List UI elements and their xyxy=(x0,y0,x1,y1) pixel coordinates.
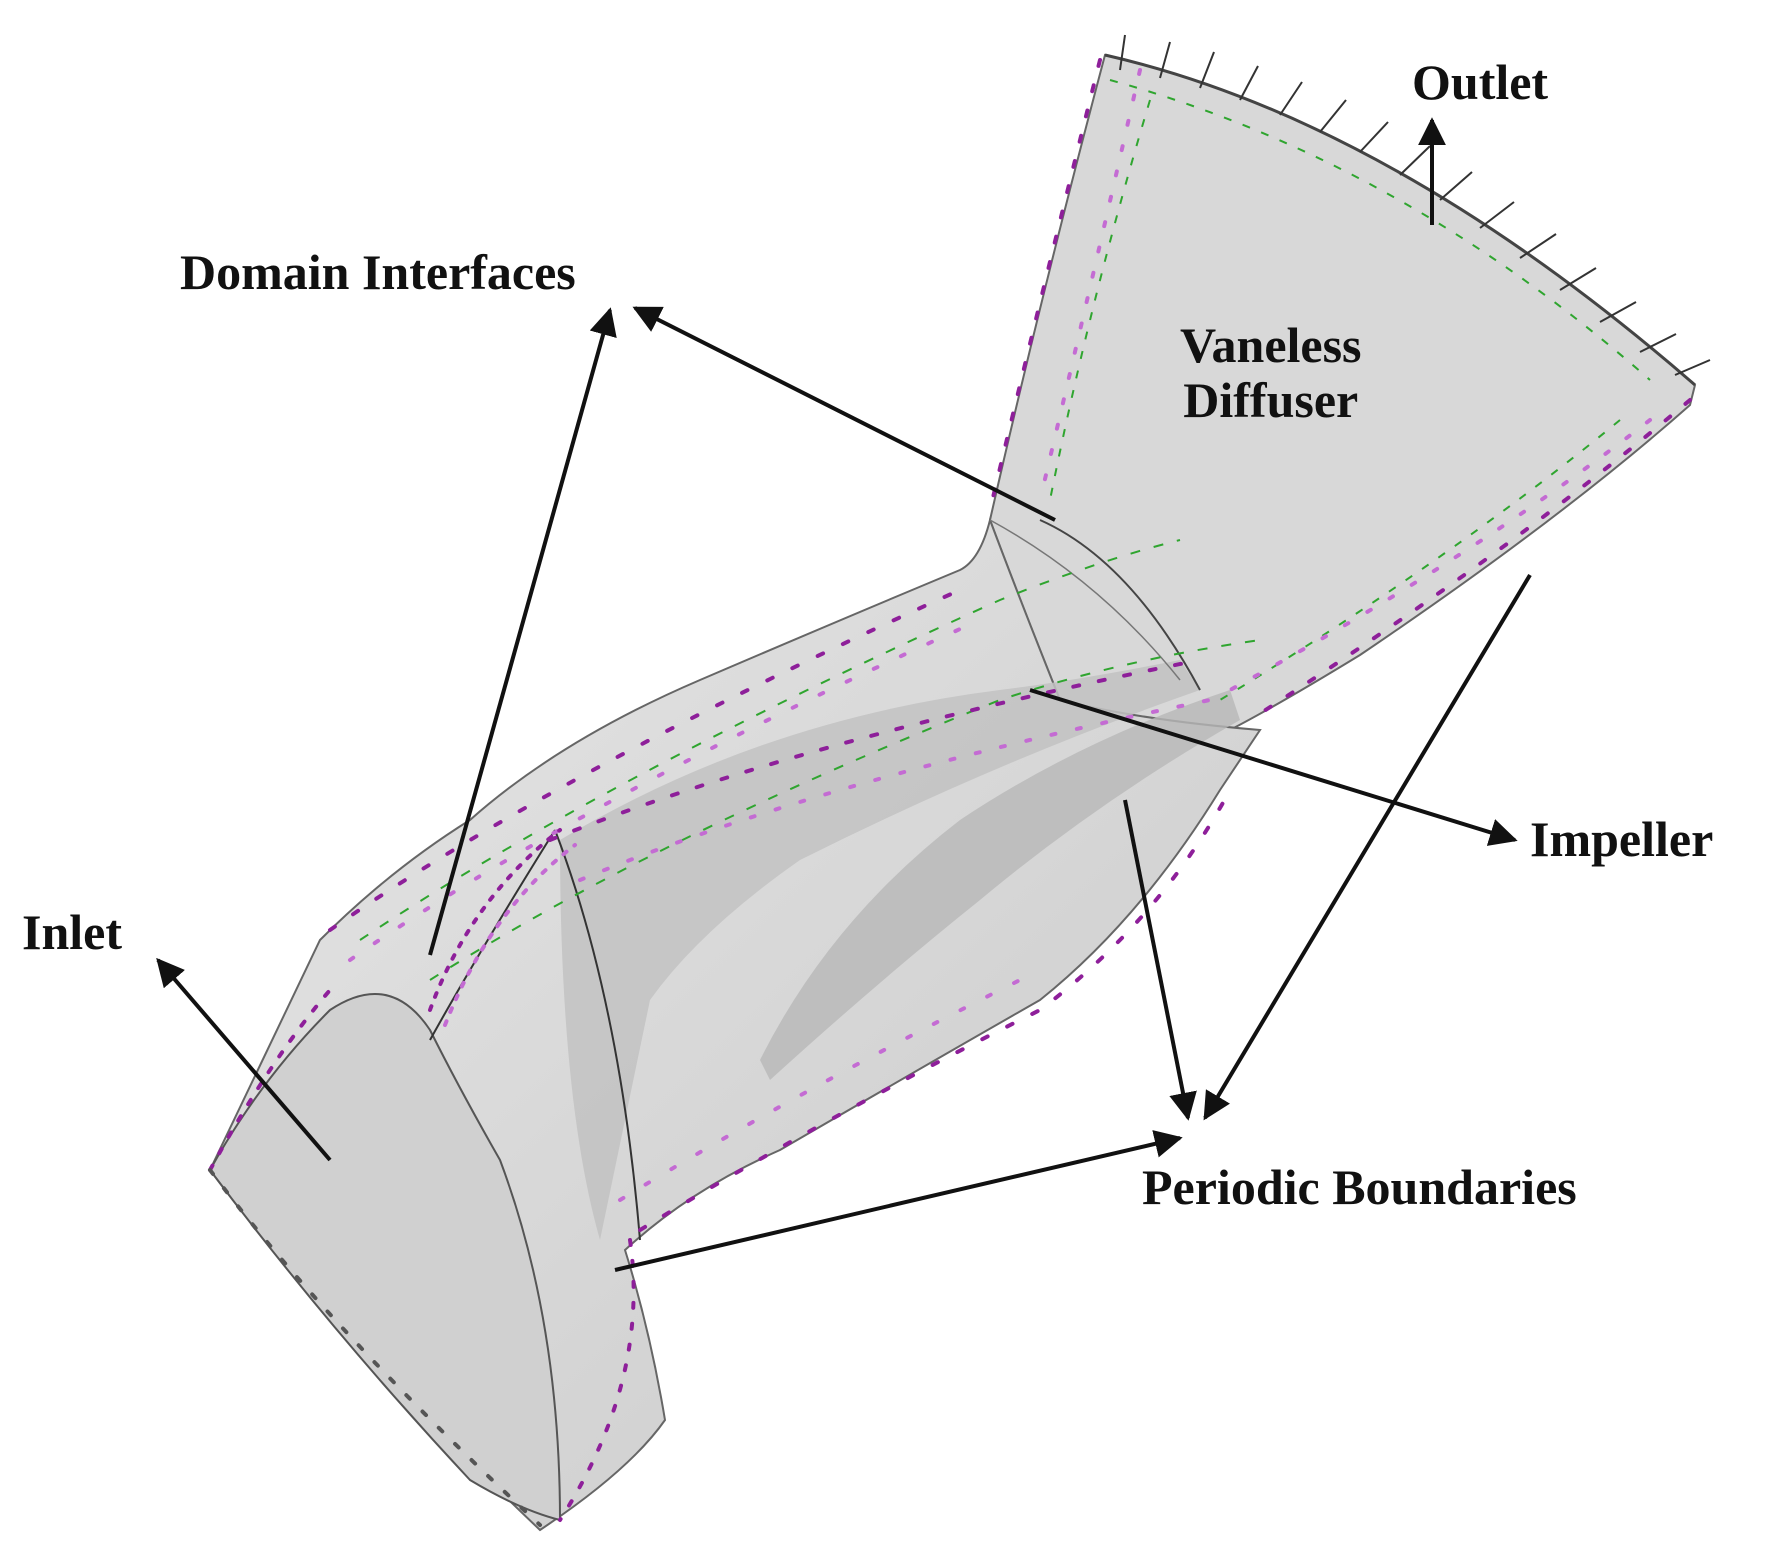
outlet-label: Outlet xyxy=(1412,54,1549,110)
outlet-arrows xyxy=(1104,34,1711,387)
inlet-arrow xyxy=(156,957,332,1162)
interface-markers xyxy=(359,79,1651,981)
diffuser-interface-edge xyxy=(1039,519,1201,691)
periodic-arrow-2 xyxy=(1203,573,1532,1121)
domain-interfaces-label: Domain Interfaces xyxy=(180,244,576,300)
impeller-label: Impeller xyxy=(1530,811,1714,867)
blade-surface xyxy=(560,660,1200,1240)
periodic-arrow-1 xyxy=(1123,799,1197,1121)
annotation-arrows xyxy=(156,117,1532,1272)
domain-interfaces-arrow-right xyxy=(632,306,1056,522)
blade-surface-2 xyxy=(760,690,1240,1080)
diffuser-interface-edge-2 xyxy=(989,519,1181,681)
inlet-face xyxy=(208,993,562,1522)
domain-interfaces-arrow-left xyxy=(428,307,617,956)
inlet-interface-edge-2 xyxy=(554,829,641,1241)
inlet-interface-edge xyxy=(429,829,556,1041)
impeller-arrow xyxy=(1029,688,1518,846)
vaneless-label-line2: Diffuser xyxy=(1183,372,1359,428)
periodic-boundaries-label: Periodic Boundaries xyxy=(1142,1159,1577,1215)
periodic-markers xyxy=(208,58,1692,1527)
inlet-label: Inlet xyxy=(22,904,122,960)
vaneless-label-line1: Vaneless xyxy=(1180,317,1362,373)
fluid-domain xyxy=(208,53,1697,1532)
vaneless-diffuser-label: Vaneless Diffuser xyxy=(1180,318,1362,428)
periodic-arrow-3 xyxy=(614,1130,1183,1272)
